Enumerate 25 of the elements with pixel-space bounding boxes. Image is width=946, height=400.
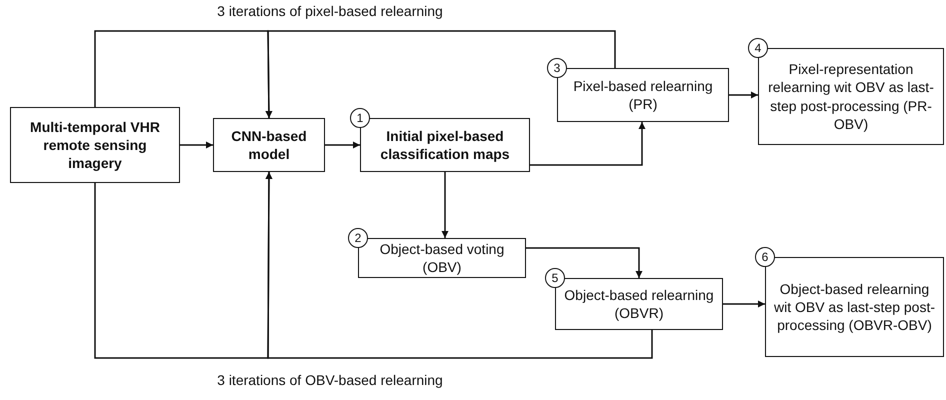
arrow — [180, 142, 213, 148]
box-text: Object-based relearning (OBVR) — [563, 286, 715, 322]
step-number: 1 — [350, 108, 370, 128]
step-number: 6 — [755, 247, 775, 267]
box-text: Object-based voting (OBV) — [378, 240, 506, 276]
box-text: CNN-based model — [230, 126, 308, 164]
step-number: 2 — [348, 228, 368, 248]
arrow — [442, 172, 448, 238]
box-text: Object-based relearning wit OBV as last-step post-processing (OBVR-OBV) — [772, 280, 936, 334]
process-box — [10, 107, 180, 183]
arrow — [265, 172, 653, 359]
arrow — [723, 300, 765, 308]
box-text: Initial pixel-based classification maps — [379, 126, 511, 164]
step-number: 3 — [547, 58, 567, 78]
arrow — [265, 30, 616, 118]
box-text: Pixel-representation relearning wit OBV as last-step post-processing (PR-OBV) — [767, 60, 935, 133]
step-number: 4 — [748, 38, 768, 58]
arrow — [530, 122, 646, 166]
step-number: 5 — [545, 268, 565, 288]
box-text: Pixel-based relearning (PR) — [572, 76, 714, 114]
process-box — [213, 118, 325, 172]
arrow — [325, 142, 360, 148]
arrow — [729, 92, 758, 98]
arrow — [526, 247, 642, 278]
box-text: Multi-temporal VHR remote sensing imagery — [29, 118, 161, 172]
